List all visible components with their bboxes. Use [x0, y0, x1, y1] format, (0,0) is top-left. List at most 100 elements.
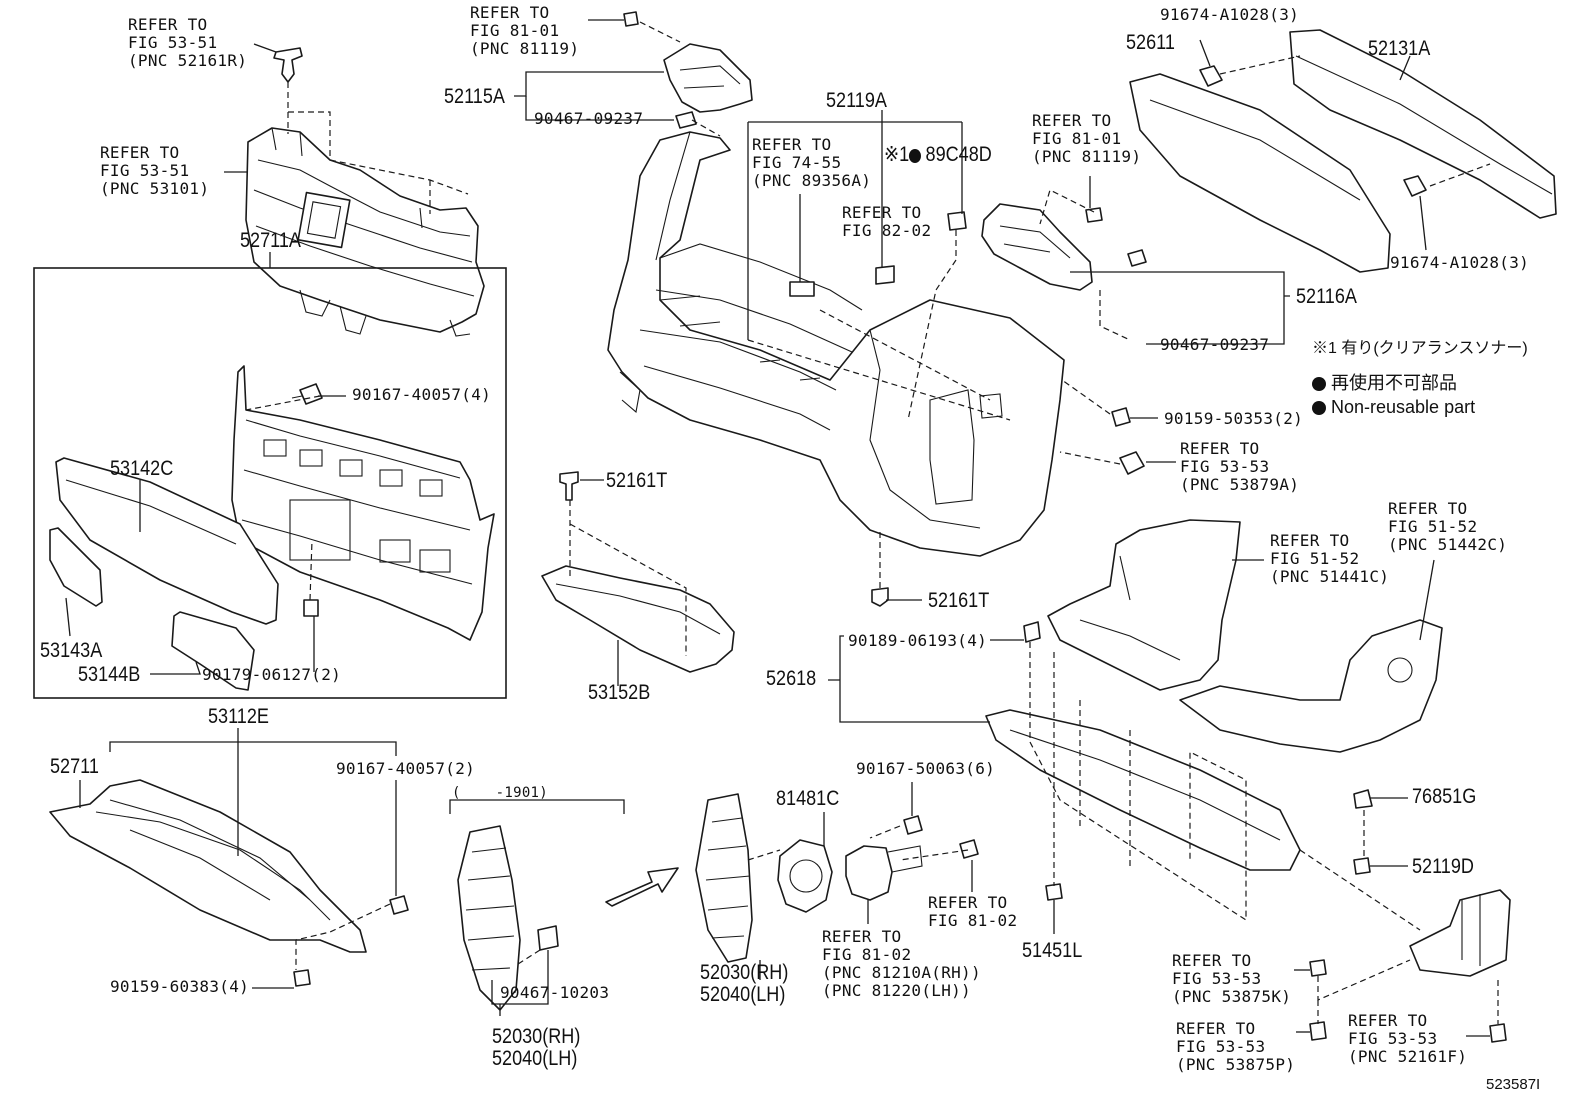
- upper-grille-drawing: [245, 127, 485, 337]
- label-52115A: 52115A: [444, 85, 505, 108]
- label-53152B: 53152B: [588, 681, 651, 704]
- note-clearance-sonar: ※1 有り(クリアランスソナー): [1312, 340, 1528, 357]
- screw-90467b-drawing: [1127, 249, 1147, 267]
- bolt-52119D-drawing: [1353, 857, 1371, 875]
- label-52161T-upper: 52161T: [606, 469, 668, 492]
- label-51451L: 51451L: [1022, 939, 1083, 962]
- label-90167a: 90167-40057(4): [352, 385, 492, 404]
- label-52711A: 52711A: [240, 229, 301, 252]
- ref-53101: REFER TO FIG 53-51 (PNC 53101): [100, 143, 210, 198]
- label-90167c: 90167-50063(6): [856, 759, 996, 778]
- nut-76851G-drawing: [1353, 789, 1373, 809]
- label-52711: 52711: [50, 755, 99, 778]
- ref-8102a: REFER TO FIG 81-02: [928, 893, 1018, 930]
- clip-81119b-drawing: [1085, 207, 1103, 223]
- label-52161T-lower: 52161T: [928, 589, 990, 612]
- label-90467c: 90467-10203: [500, 983, 610, 1002]
- label-90189: 90189-06193(4): [848, 631, 988, 650]
- bezel-81481C-drawing: [777, 839, 833, 913]
- figure-id: 523587I: [1486, 1076, 1541, 1093]
- lower-garnish-drawing: [49, 779, 367, 953]
- clip-52161R-drawing: [273, 47, 303, 83]
- label-76851G: 76851G: [1412, 785, 1477, 808]
- grille-53152B-drawing: [541, 565, 735, 673]
- label-52040-lh-new: 52040(LH): [700, 983, 786, 1006]
- label-53143A: 53143A: [40, 639, 103, 662]
- bumper-cover-drawing: [607, 131, 1065, 557]
- screw-90467a-drawing: [675, 111, 697, 129]
- non-reusable-dot: [909, 149, 922, 163]
- retainer-90189-drawing: [1023, 621, 1041, 643]
- bolt-91674-drawing: [1199, 65, 1427, 197]
- legend-dot-jp: [1312, 377, 1326, 391]
- reinforcement-drawing: [1289, 29, 1557, 219]
- label-52131A: 52131A: [1368, 37, 1431, 60]
- label-52116A: 52116A: [1296, 285, 1357, 308]
- label-52119D: 52119D: [1412, 855, 1474, 878]
- molding-53144B-drawing: [171, 611, 255, 691]
- label-90179: 90179-06127(2): [202, 665, 342, 684]
- ref-53875K: REFER TO FIG 53-53 (PNC 53875K): [1172, 951, 1292, 1006]
- lamp-cover-new-drawing: [695, 793, 753, 963]
- label-52611: 52611: [1126, 31, 1175, 54]
- label-91674a: 91674-A1028(3): [1160, 5, 1300, 24]
- legend-jp: 再使用不可部品: [1312, 374, 1457, 392]
- ref-53875P: REFER TO FIG 53-53 (PNC 53875P): [1176, 1019, 1296, 1074]
- legend-en: Non-reusable part: [1312, 398, 1475, 416]
- label-90467b: 90467-09237: [1160, 335, 1270, 354]
- ref-81210A: REFER TO FIG 81-02 (PNC 81210A(RH)) (PNC…: [822, 927, 981, 1000]
- leader-lines: [65, 19, 1490, 1037]
- label-53144B: 53144B: [78, 663, 141, 686]
- bracket-52116A-drawing: [981, 203, 1093, 291]
- label-90159b: 90159-60383(4): [110, 977, 250, 996]
- label-serial-range: ( -1901): [452, 785, 549, 801]
- label-90159a: 90159-50353(2): [1164, 409, 1304, 428]
- lower-grille-drawing: [231, 365, 495, 641]
- clip-52161T-drawing: [559, 471, 889, 607]
- ref-52161F: REFER TO FIG 53-53 (PNC 52161F): [1348, 1011, 1468, 1066]
- bracket-52115A-drawing: [663, 43, 753, 113]
- bolt-90159b-drawing: [293, 969, 311, 987]
- screw-90167b-drawing: [389, 895, 409, 915]
- legend-dot-en: [1312, 401, 1326, 415]
- undercover-51441C-drawing: [1047, 519, 1241, 691]
- clips-53875-drawing: [1309, 959, 1507, 1043]
- label-52618: 52618: [766, 667, 817, 690]
- arrow-drawing: [605, 867, 679, 907]
- fender-liner-corner-drawing: [1409, 889, 1511, 977]
- ref-52161R: REFER TO FIG 53-51 (PNC 52161R): [128, 15, 248, 70]
- label-53112E: 53112E: [208, 705, 269, 728]
- lamp-cover-old-drawing: [457, 825, 521, 1011]
- undercover-52618-drawing: [985, 709, 1301, 871]
- clip-81119a-drawing: [623, 11, 639, 27]
- ref-8202: REFER TO FIG 82-02: [842, 203, 932, 240]
- label-90167b: 90167-40057(2): [336, 759, 476, 778]
- dashed-lines: [245, 21, 1499, 1024]
- label-52040-lh-old: 52040(LH): [492, 1047, 578, 1070]
- screws-90167c-drawing: [903, 815, 979, 859]
- label-91674b: 91674-A1028(3): [1390, 253, 1530, 272]
- garnish-53142C-drawing: [55, 457, 279, 625]
- molding-53143A-drawing: [49, 527, 103, 607]
- ref-81119a: REFER TO FIG 81-01 (PNC 81119): [470, 3, 580, 58]
- ref-51441C: REFER TO FIG 51-52 (PNC 51441C): [1270, 531, 1390, 586]
- label-52030-rh-old: 52030(RH): [492, 1025, 581, 1048]
- nut-90159a-drawing: [1111, 407, 1131, 427]
- label-90467a: 90467-09237: [534, 109, 644, 128]
- label-52030-rh-new: 52030(RH): [700, 961, 789, 984]
- ref-53879A: REFER TO FIG 53-53 (PNC 53879A): [1180, 439, 1300, 494]
- sensor-clip-drawing: [875, 211, 967, 285]
- retainer-53879A-drawing: [1119, 451, 1145, 475]
- clip-90467c-drawing: [537, 925, 559, 951]
- label-52119A: 52119A: [826, 89, 887, 112]
- absorber-drawing: [1129, 73, 1391, 273]
- ref-89356A: REFER TO FIG 74-55 (PNC 89356A): [752, 135, 872, 190]
- ref-51442C: REFER TO FIG 51-52 (PNC 51442C): [1388, 499, 1508, 554]
- undercover-51442C-drawing: [1179, 619, 1443, 753]
- bolt-51451L-drawing: [1045, 883, 1063, 901]
- label-81481C: 81481C: [776, 787, 840, 810]
- label-53142C: 53142C: [110, 457, 174, 480]
